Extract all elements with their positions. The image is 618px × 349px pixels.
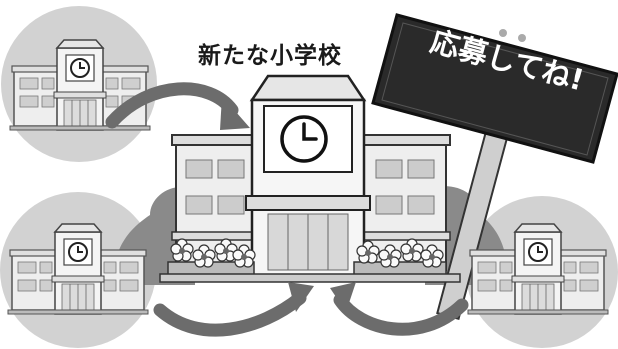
signboard-icon (371, 13, 618, 320)
arrow-head-top (220, 96, 250, 130)
headline-text: 新たな小学校 (198, 43, 342, 69)
arrow-head-bottom-left (288, 282, 314, 312)
clock-icon (280, 115, 328, 163)
school-building-icon (159, 74, 461, 283)
arrow-head-bottom-right (330, 282, 356, 312)
